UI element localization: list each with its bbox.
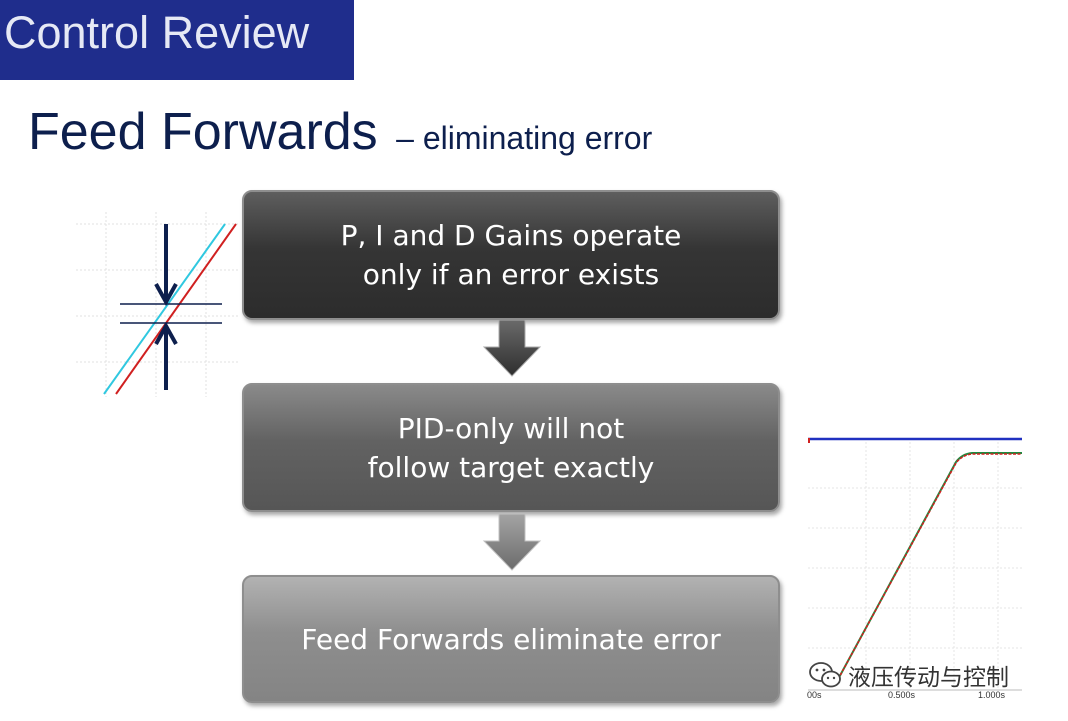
heading-sub: – eliminating error — [396, 120, 653, 156]
flow-box-line: follow target exactly — [367, 450, 655, 484]
flow-box-feed-forwards: Feed Forwards eliminate error — [242, 575, 780, 703]
response-line — [115, 223, 237, 395]
down-arrow-icon — [482, 320, 542, 377]
plot-tick-label: 00s — [807, 690, 822, 700]
slide-heading: Feed Forwards – eliminating error — [28, 100, 652, 170]
plot-tick-label: 0.500s — [888, 690, 916, 700]
watermark-text: 液压传动与控制 — [848, 664, 1009, 690]
up-arrow-icon — [154, 321, 178, 345]
feedback-curve — [835, 452, 1022, 684]
command-line — [103, 223, 226, 395]
down-arrow-icon — [482, 514, 542, 571]
title-banner: Control Review — [0, 0, 354, 80]
down-arrow-icon — [154, 283, 178, 307]
flow-box-line: P, I and D Gains operate — [340, 219, 682, 252]
flow-box-pid-only: PID-only will not follow target exactly — [242, 383, 780, 512]
plot-tick-label: 1.000s — [978, 690, 1006, 700]
watermark: 液压传动与控制 — [808, 658, 1009, 692]
heading-main: Feed Forwards — [28, 103, 378, 161]
flow-box-line: only if an error exists — [362, 258, 660, 291]
flow-box-line: PID-only will not — [397, 411, 625, 445]
wechat-icon — [809, 662, 841, 688]
slide-title: Control Review — [4, 7, 310, 58]
flow-box-pid-gains: P, I and D Gains operate only if an erro… — [242, 190, 780, 320]
error-illustration — [76, 212, 238, 397]
flow-box-line: Feed Forwards eliminate error — [301, 622, 721, 656]
response-plot — [808, 437, 1022, 691]
